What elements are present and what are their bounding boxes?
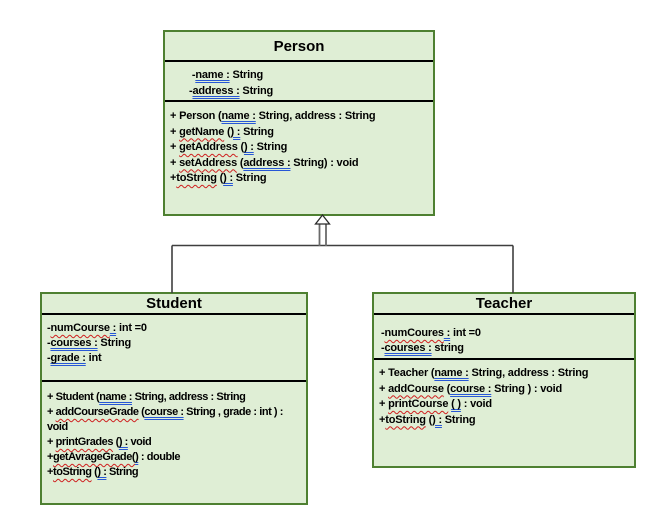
class-methods-student: + Student (name : String, address : Stri… xyxy=(42,380,306,503)
class-title-student: Student xyxy=(146,295,202,312)
uml-text-line: + setAddress (address : String) : void xyxy=(170,156,359,169)
uml-text-line: +toString () : String xyxy=(379,413,476,426)
class-attributes-student: -numCourse : int =0 -courses : String -gra… xyxy=(42,313,306,380)
uml-text-line: +toString () : String xyxy=(170,172,267,184)
uml-text-line: -numCourse : int =0 xyxy=(47,322,147,334)
uml-text-line: + Student (name : String, address : Stri… xyxy=(47,391,246,403)
class-box-person[interactable]: Person -name : String -address : String +… xyxy=(163,30,435,216)
uml-text-line: + addCourseGrade (course : String , grad… xyxy=(47,406,286,433)
inheritance-arrow-icon xyxy=(314,213,331,225)
uml-text-line: -numCoures : int =0 xyxy=(381,327,481,339)
class-methods-teacher: + Teacher (name : String, address : Stri… xyxy=(374,358,634,466)
class-attributes-teacher: -numCoures : int =0 -courses : string xyxy=(374,313,634,358)
class-attributes-person: -name : String -address : String xyxy=(165,60,433,100)
uml-text-line: +getAvrageGrade() : double xyxy=(47,451,181,463)
uml-text-line: + addCourse (course : String ) : void xyxy=(379,382,563,395)
uml-text-line: + getName () : String xyxy=(170,125,274,138)
uml-text-line: + printCourse ( ) : void xyxy=(379,398,492,410)
class-title-person: Person xyxy=(273,37,325,55)
uml-text-line: -address : String xyxy=(189,85,274,97)
class-methods-person: + Person (name : String, address : Strin… xyxy=(165,100,433,214)
class-box-student[interactable]: Student -numCourse : int =0 -courses : St… xyxy=(40,292,308,505)
uml-text-line: -courses : String xyxy=(47,337,132,349)
uml-text-line: + printGrades () : void xyxy=(47,436,152,448)
uml-text-line: + Teacher (name : String, address : Stri… xyxy=(379,367,589,379)
class-box-teacher[interactable]: Teacher -numCoures : int =0 -courses : st… xyxy=(372,292,636,468)
uml-text-line: + Person (name : String, address : Strin… xyxy=(170,110,376,122)
uml-text-line: +toString () : String xyxy=(47,466,139,478)
uml-text-line: -name : String xyxy=(189,69,264,81)
uml-text-line: -courses : string xyxy=(381,342,464,354)
uml-text-line: -grade : int xyxy=(47,352,102,364)
class-title-teacher: Teacher xyxy=(475,295,533,312)
uml-text-line: + getAddress () : String xyxy=(170,141,288,153)
